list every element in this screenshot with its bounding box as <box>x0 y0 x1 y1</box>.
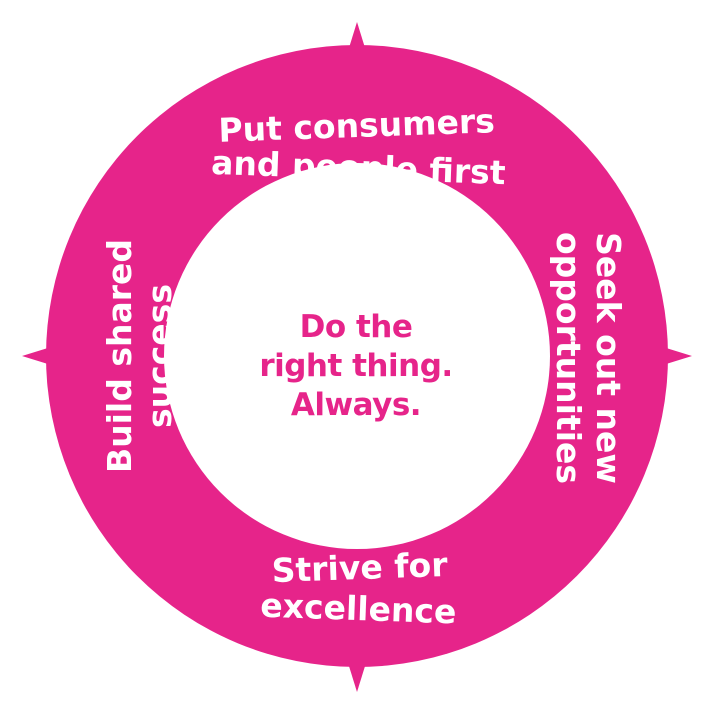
value-right-line-1: Seek out new <box>589 232 628 484</box>
value-left: Build shared success <box>100 239 179 473</box>
value-left-line-1: Build shared <box>100 239 139 473</box>
center-line-3: Always. <box>291 387 421 423</box>
center-statement: Do the right thing. Always. <box>259 309 453 423</box>
value-right-line-2: opportunities <box>549 232 588 484</box>
inner-circle <box>164 163 550 549</box>
value-top-line-1: Put consumers <box>218 101 496 150</box>
value-bottom-line-2: excellence <box>260 586 457 632</box>
value-bottom: Strive for excellence <box>260 545 457 631</box>
center-line-1: Do the <box>300 309 413 345</box>
value-right: Seek out new opportunities <box>549 232 628 484</box>
value-left-line-2: success <box>140 284 179 428</box>
value-bottom-line-1: Strive for <box>271 545 449 590</box>
center-line-2: right thing. <box>259 348 452 384</box>
